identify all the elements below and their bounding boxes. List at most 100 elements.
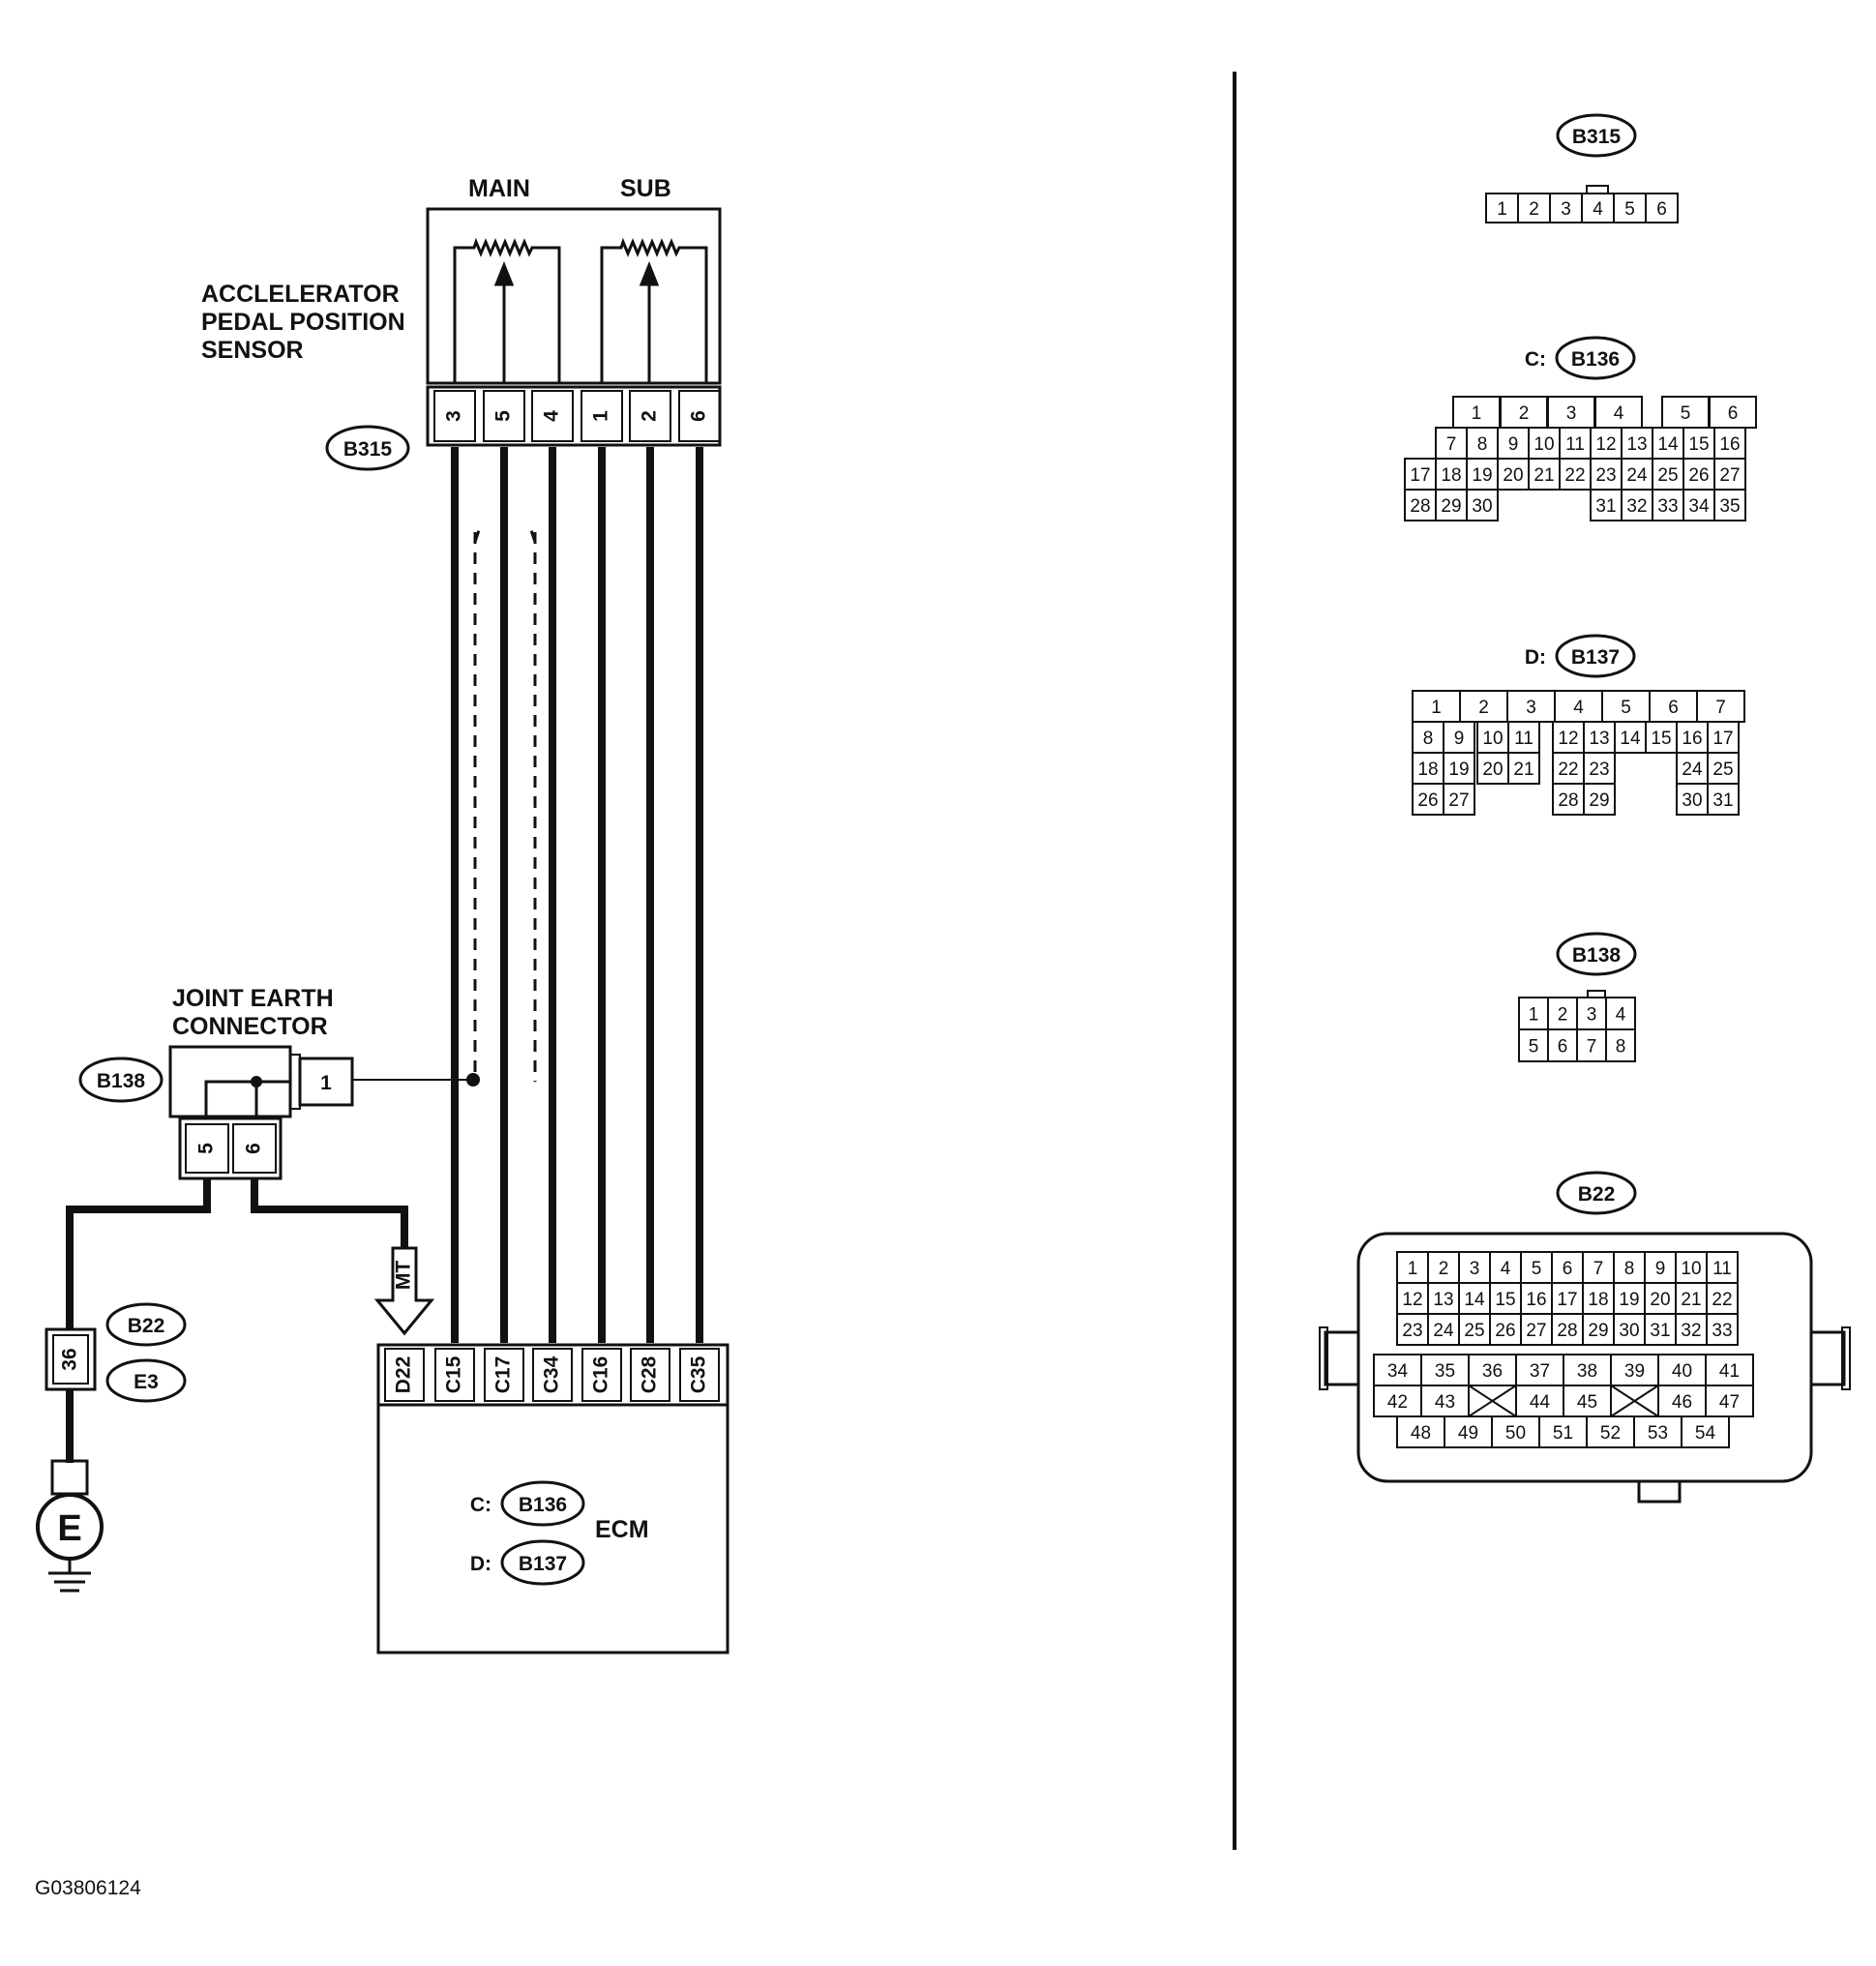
b136-view-cell-label: 2: [1519, 403, 1530, 424]
b22-view-cell-label: 11: [1712, 1259, 1732, 1279]
b136-view-cell-label: 35: [1719, 496, 1740, 517]
b136-view-cell-label: 27: [1719, 465, 1740, 486]
b315-pin-label: 6: [688, 410, 710, 422]
b315-pin-label: 1: [590, 410, 612, 422]
b137-view-cell-label: 20: [1482, 760, 1503, 780]
b137-view-cell: [1707, 783, 1740, 816]
b136-view-cell-label: 13: [1626, 434, 1647, 455]
ecm-pin-cell: [581, 1348, 622, 1402]
b315-pin-cell: [629, 390, 671, 442]
b137-view-cell-label: 24: [1682, 760, 1703, 780]
sub-potentiometer: [600, 237, 708, 383]
b136-view-cell-label: 23: [1595, 465, 1616, 486]
b138-view-cell-label: 3: [1587, 1005, 1597, 1026]
b137-view-cell-label: 9: [1454, 729, 1465, 749]
b137-view-cell-label: 17: [1712, 729, 1733, 749]
b137-view-cell-label: 1: [1431, 698, 1442, 718]
b22-view-cell-label: 22: [1712, 1290, 1732, 1310]
ecm-pin-cell: [679, 1348, 720, 1402]
b136-view-cell-label: 34: [1688, 496, 1710, 517]
b137-view-cell-label: 12: [1558, 729, 1578, 749]
b315-view-cell-label: 3: [1561, 199, 1571, 220]
b136-view-cell-label: 25: [1657, 465, 1678, 486]
b315-pin-label: 3: [443, 410, 465, 422]
b138-view-cell-label: 2: [1558, 1005, 1568, 1026]
joint-earth-connector: JOINT EARTH CONNECTOR B138 1 5 6: [78, 985, 354, 1180]
b136-view-cell: [1466, 489, 1499, 521]
b22-view-cell-label: 48: [1411, 1423, 1431, 1444]
b136-view-cell-label: 32: [1626, 496, 1647, 517]
ecm-pin-cell: [484, 1348, 524, 1402]
b22-view-blank-cross: [1610, 1385, 1659, 1417]
b137-view-cell-label: 10: [1482, 729, 1503, 749]
b138-view-cell: [1605, 1028, 1636, 1062]
b22-view-cell-label: 15: [1495, 1290, 1515, 1310]
e3-tag-text: E3: [134, 1371, 159, 1393]
b136-view-cell-label: 28: [1410, 496, 1430, 517]
b315-pin-cell: [581, 390, 623, 442]
b137-view-cell-label: 4: [1573, 698, 1584, 718]
ecm-pin-label: C17: [492, 1356, 515, 1394]
b137-view-cell-label: 11: [1514, 729, 1534, 749]
b22-view-cell-label: 21: [1681, 1290, 1701, 1310]
b22-view-cell-label: 38: [1577, 1361, 1597, 1382]
b136-view-cell-label: 7: [1446, 434, 1457, 455]
b137-view-cell-label: 30: [1682, 790, 1702, 811]
b138-view-title: B138: [1572, 944, 1622, 967]
b22-view-cell-label: 19: [1619, 1290, 1639, 1310]
sensor-label-line-2: PEDAL POSITION: [201, 309, 405, 336]
b136-view-cell: [1713, 489, 1746, 521]
b22-view-cell-label: 8: [1624, 1259, 1635, 1279]
sensor-block: MAIN SUB ACCLELERATOR PEDAL POSITION SEN…: [201, 175, 722, 471]
b138-view-cell-label: 7: [1587, 1037, 1597, 1057]
b137-view-cell-label: 28: [1558, 790, 1578, 811]
b22-view-cell-label: 2: [1439, 1259, 1449, 1279]
b22-view-cell-label: 4: [1501, 1259, 1511, 1279]
b22-view-cell-label: 44: [1530, 1392, 1551, 1413]
b136-view-cell-label: 21: [1534, 465, 1554, 486]
b22-view-title: B22: [1578, 1183, 1616, 1206]
ecm-pin-label: C28: [639, 1355, 661, 1393]
ecm-pin-label: C35: [688, 1355, 710, 1393]
harness-wires: [451, 447, 703, 1343]
b22-view-cell-label: 13: [1433, 1290, 1453, 1310]
ecm-conn-c-prefix: C:: [470, 1494, 491, 1516]
b137-view-cell: [1507, 752, 1540, 785]
b137-view-cell-label: 27: [1448, 790, 1469, 811]
b22-view-cell-label: 36: [1482, 1361, 1503, 1382]
b137-view-cell-label: 7: [1715, 698, 1726, 718]
ecm-pin-label: D22: [393, 1356, 415, 1394]
b137-view-cell-label: 23: [1589, 760, 1609, 780]
b315-view-cell-label: 6: [1656, 199, 1667, 220]
b138-view-cell-label: 4: [1616, 1005, 1626, 1026]
main-potentiometer: [453, 237, 561, 383]
b22-view-cell-label: 42: [1387, 1392, 1408, 1413]
b137-view-cell-label: 15: [1651, 729, 1671, 749]
b136-view-cell-label: 1: [1472, 403, 1482, 424]
b137-view-cell-label: 29: [1589, 790, 1609, 811]
b22-view-cell-label: 37: [1530, 1361, 1550, 1382]
b315-tag: [325, 425, 410, 471]
b22-view-cell-label: 52: [1600, 1423, 1621, 1444]
b22-view-cell-label: 6: [1563, 1259, 1573, 1279]
b136-view-cell-label: 9: [1508, 434, 1519, 455]
b136-view-cell-label: 5: [1681, 403, 1691, 424]
ground-symbol-icon: E: [36, 1459, 104, 1593]
ecm-label: ECM: [595, 1516, 649, 1543]
b22-view-cell-label: 30: [1619, 1321, 1639, 1341]
b136-view-cell-label: 11: [1565, 434, 1585, 455]
b138-view-cell-label: 5: [1529, 1037, 1539, 1057]
b136-view-cell-label: 10: [1534, 434, 1554, 455]
b315-view-cell: [1645, 193, 1679, 223]
b136-view-cell-label: 3: [1566, 403, 1577, 424]
b22-view-cell-label: 49: [1458, 1423, 1478, 1444]
b22-view-cell-label: 35: [1435, 1361, 1455, 1382]
b22-view-blank-cross: [1468, 1385, 1517, 1417]
b22-view-cell-label: 28: [1557, 1321, 1577, 1341]
ecm-conn-d-prefix: D:: [470, 1553, 491, 1575]
